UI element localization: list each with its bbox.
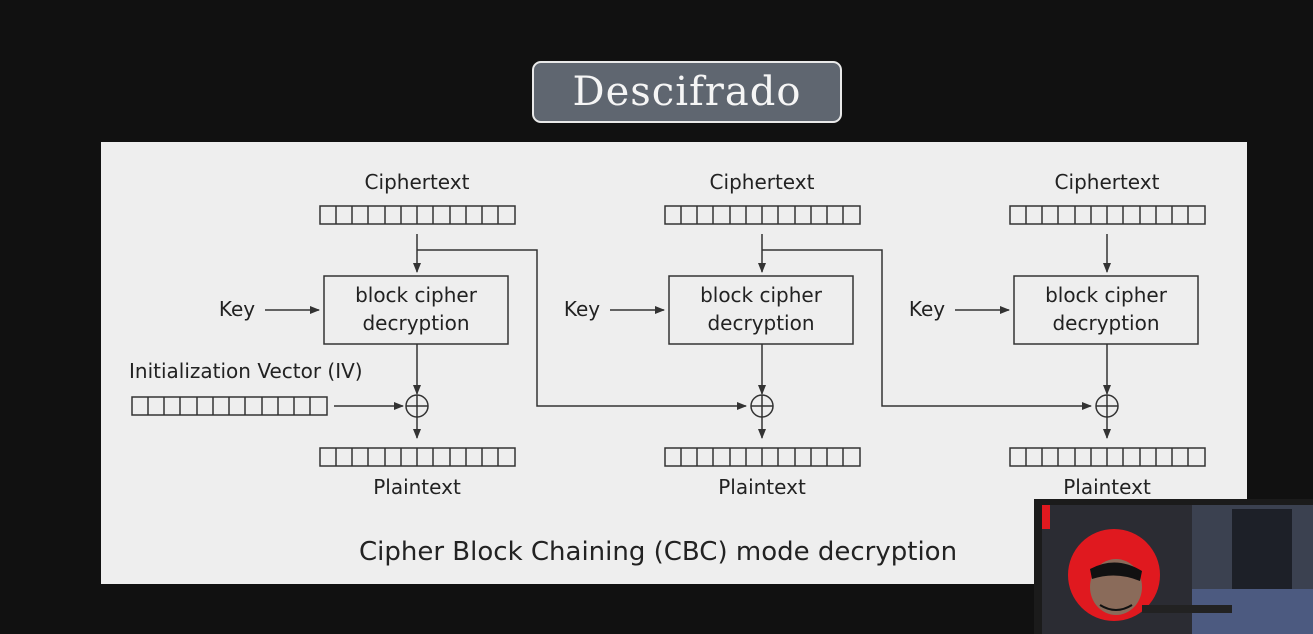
key-label: Key: [219, 297, 255, 321]
ciphertext-block: [664, 205, 861, 225]
stage-3: Ciphertext Key block cipher decryption P…: [909, 170, 1206, 499]
webcam-overlay: [1034, 499, 1313, 634]
ciphertext-label: Ciphertext: [710, 170, 815, 194]
plaintext-block: [664, 447, 861, 467]
plaintext-block: [1009, 447, 1206, 467]
ciphertext-block: [1009, 205, 1206, 225]
key-label: Key: [909, 297, 945, 321]
cbc-decryption-diagram: Ciphertext Key block cipher decryption P…: [101, 142, 1247, 584]
iv-label: Initialization Vector (IV): [129, 359, 363, 383]
chain-arrow-2: [762, 249, 1092, 410]
cipher-line-1: block cipher: [700, 283, 823, 307]
stage-2: Ciphertext Key block cipher decryption P…: [564, 170, 861, 499]
block-cipher-box: [323, 275, 509, 345]
cipher-line-2: decryption: [707, 311, 814, 335]
chain-arrow-1: [417, 249, 747, 410]
streamer-avatar: [1042, 505, 1313, 634]
block-cipher-box: [668, 275, 854, 345]
ciphertext-label: Ciphertext: [365, 170, 470, 194]
key-label: Key: [564, 297, 600, 321]
stage-1: Ciphertext Key block cipher decryption P…: [219, 170, 516, 499]
block-cipher-box: [1013, 275, 1199, 345]
diagram-caption: Cipher Block Chaining (CBC) mode decrypt…: [359, 537, 957, 567]
plaintext-label: Plaintext: [1063, 475, 1151, 499]
cipher-line-1: block cipher: [1045, 283, 1168, 307]
ciphertext-label: Ciphertext: [1055, 170, 1160, 194]
plaintext-label: Plaintext: [373, 475, 461, 499]
cipher-line-2: decryption: [1052, 311, 1159, 335]
cipher-line-2: decryption: [362, 311, 469, 335]
xor-icon: [405, 394, 429, 418]
xor-icon: [1095, 394, 1119, 418]
xor-icon: [750, 394, 774, 418]
plaintext-block: [319, 447, 516, 467]
iv-block: [131, 396, 328, 416]
slide-title: Descifrado: [532, 61, 842, 123]
plaintext-label: Plaintext: [718, 475, 806, 499]
diagram-canvas: Ciphertext Key block cipher decryption P…: [129, 170, 1206, 567]
ciphertext-block: [319, 205, 516, 225]
cipher-line-1: block cipher: [355, 283, 478, 307]
